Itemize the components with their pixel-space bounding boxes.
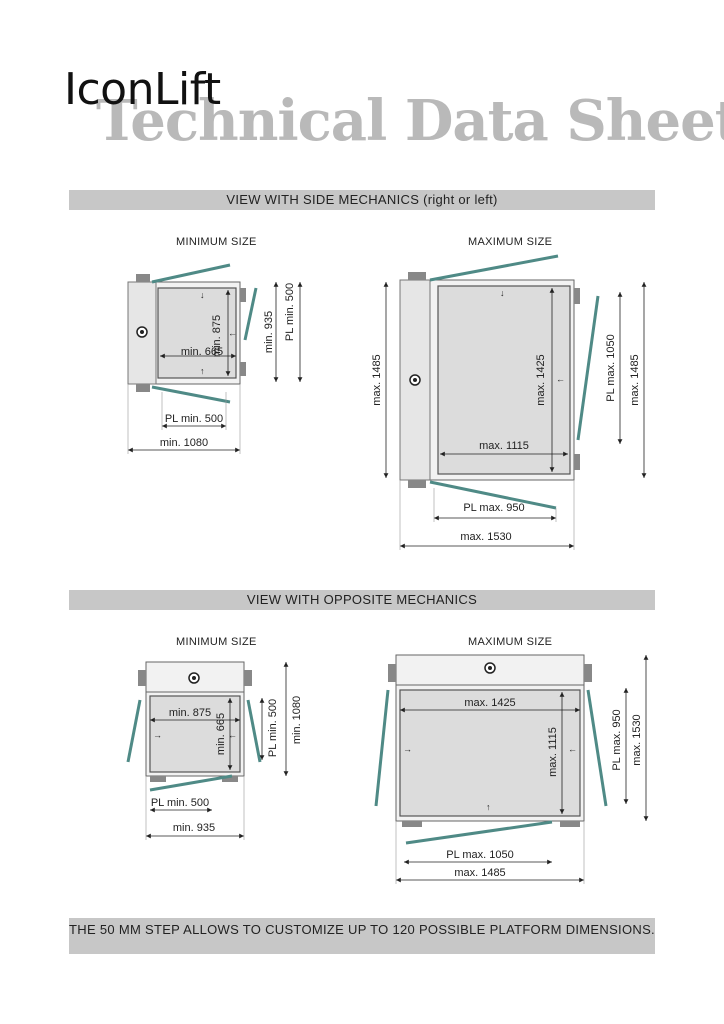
side-max-pl-depth-label: PL max. 1050 bbox=[605, 334, 617, 401]
side-min-width-label: min. 665 bbox=[181, 346, 223, 358]
opposite-min-label: MINIMUM SIZE bbox=[176, 636, 257, 648]
side-min-depth-label: min. 875 bbox=[211, 315, 223, 357]
side-max-pl-width-label: PL max. 950 bbox=[463, 502, 524, 514]
section-heading-side: VIEW WITH SIDE MECHANICS (right or left) bbox=[69, 190, 655, 210]
opposite-min-width-label: min. 875 bbox=[169, 707, 211, 719]
opposite-max-label: MAXIMUM SIZE bbox=[468, 636, 553, 648]
side-max-drawing: ↓ ← max. 1425 max. 1115 max. 1485 PL max… bbox=[371, 254, 647, 550]
side-max-total-width-label: max. 1530 bbox=[460, 531, 511, 543]
side-max-outer-depth-label: max. 1485 bbox=[629, 354, 641, 405]
svg-text:←: ← bbox=[228, 730, 237, 740]
svg-text:→: → bbox=[403, 744, 412, 754]
side-min-pl-depth-label: PL min. 500 bbox=[284, 283, 296, 341]
svg-text:↑: ↑ bbox=[486, 802, 491, 812]
opposite-min-total-depth-label: min. 1080 bbox=[291, 696, 303, 744]
opposite-max-total-depth-label: max. 1530 bbox=[631, 714, 643, 765]
svg-text:↑: ↑ bbox=[200, 366, 205, 376]
opposite-max-width-label: max. 1425 bbox=[464, 697, 515, 709]
opposite-max-pl-depth-label: PL max. 950 bbox=[611, 709, 623, 770]
svg-text:←: ← bbox=[556, 374, 565, 384]
svg-text:↓: ↓ bbox=[200, 290, 205, 300]
opposite-max-total-width-label: max. 1485 bbox=[454, 867, 505, 879]
opposite-min-depth-label: min. 665 bbox=[215, 713, 227, 755]
side-max-depth-label: max. 1425 bbox=[535, 354, 547, 405]
side-min-drawing: ↓ ↑ ← min. 875 min. 665 min. 935 PL min.… bbox=[127, 263, 303, 454]
svg-text:←: ← bbox=[228, 328, 237, 338]
section-heading-opposite: VIEW WITH OPPOSITE MECHANICS bbox=[69, 590, 655, 610]
svg-text:↓: ↓ bbox=[500, 288, 505, 298]
opposite-min-pl-width-label: PL min. 500 bbox=[151, 797, 209, 809]
opposite-max-drawing: → ← ↑ max. 1425 max. 1115 PL max. 950 ma… bbox=[374, 654, 649, 884]
svg-text:←: ← bbox=[568, 744, 577, 754]
side-min-label: MINIMUM SIZE bbox=[176, 236, 257, 248]
opposite-min-drawing: → ← min. 875 min. 665 PL min. 500 min. 1… bbox=[126, 661, 303, 840]
brand-logo: IconLift bbox=[64, 64, 221, 115]
opposite-min-total-width-label: min. 935 bbox=[173, 822, 215, 834]
svg-text:→: → bbox=[153, 730, 162, 740]
side-min-pl-width-label: PL min. 500 bbox=[165, 413, 223, 425]
opposite-max-pl-width-label: PL max. 1050 bbox=[446, 849, 513, 861]
side-max-width-label: max. 1115 bbox=[479, 440, 529, 452]
footer-note: THE 50 MM STEP ALLOWS TO CUSTOMIZE UP TO… bbox=[69, 918, 655, 954]
side-max-outer-height-label: max. 1485 bbox=[371, 354, 383, 405]
opposite-min-pl-depth-label: PL min. 500 bbox=[267, 699, 279, 757]
side-max-label: MAXIMUM SIZE bbox=[468, 236, 553, 248]
side-min-outer-depth-label: min. 935 bbox=[263, 311, 275, 353]
opposite-max-depth-label: max. 1115 bbox=[547, 727, 559, 777]
side-min-total-width-label: min. 1080 bbox=[160, 437, 208, 449]
page-title: Technical Data Sheet bbox=[96, 88, 724, 154]
